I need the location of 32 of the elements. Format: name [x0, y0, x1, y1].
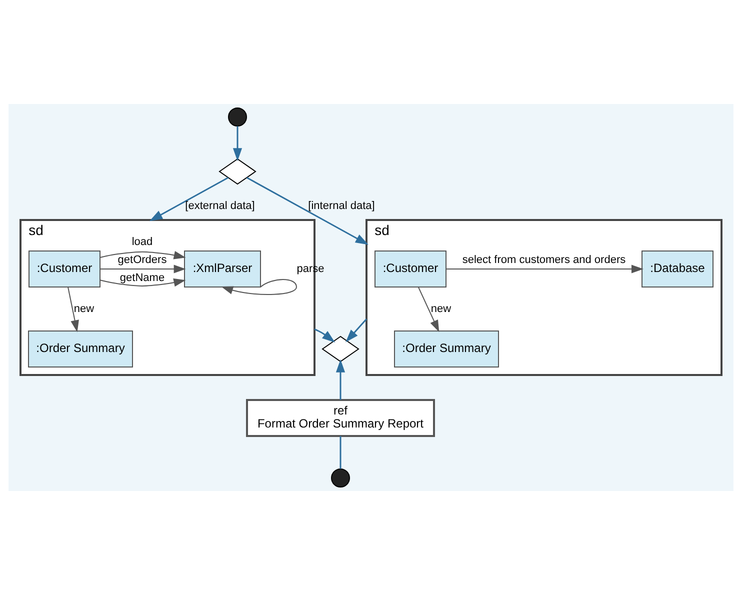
arrow [100, 251, 186, 260]
node-circle [228, 108, 247, 126]
node-diamond [218, 158, 256, 185]
arrow [418, 286, 440, 332]
arrow [100, 278, 186, 287]
edge-label: getName [120, 272, 165, 284]
edge-label: [external data] [185, 200, 255, 212]
connector [340, 436, 342, 469]
arrow [100, 264, 186, 274]
arrow [246, 176, 368, 245]
node-circle [331, 468, 350, 488]
edge-label: [internal data] [308, 200, 375, 212]
arrow [149, 176, 229, 222]
arrow [232, 126, 242, 162]
node-box: :Customer [374, 250, 446, 288]
node-box: :Order Summary [394, 330, 499, 368]
arrow [68, 286, 79, 332]
node-box: :Database [642, 250, 714, 288]
node-box: :XmlParser [184, 250, 261, 288]
arrow [314, 328, 336, 343]
arrow [346, 318, 368, 342]
arrow [446, 264, 644, 274]
node-box: :Customer [28, 250, 100, 288]
arrow [336, 359, 346, 400]
node-box: :Order Summary [28, 330, 133, 368]
edge-label: select from customers and orders [462, 254, 626, 266]
edge-label: new [74, 302, 94, 315]
edge-label: load [132, 236, 153, 248]
edge-label: getOrders [118, 254, 167, 266]
node-diamond [322, 336, 360, 362]
node-box: ref Format Order Summary Report [246, 399, 435, 437]
edge-label: new [430, 302, 452, 315]
